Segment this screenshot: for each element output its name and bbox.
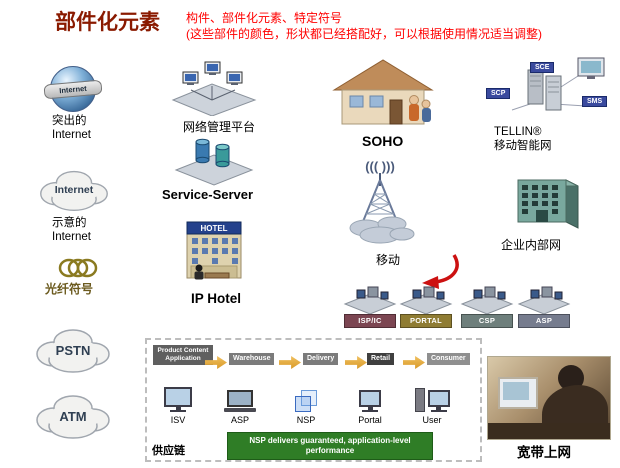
mobile-label: 移动	[376, 253, 401, 267]
scp-tag: SCP	[486, 88, 511, 99]
internet-cloud-caption: 示意的 Internet	[52, 216, 91, 244]
platform-isp-ic-label: ISP/IC	[344, 314, 396, 328]
portal-item: Portal	[343, 384, 397, 425]
red-curved-arrow-icon	[412, 252, 462, 290]
platform-asp-label: ASP	[518, 314, 570, 328]
platform-isp-ic: ISP/IC	[341, 282, 399, 328]
platform-csp-label: CSP	[461, 314, 513, 328]
globe-caption-line2: Internet	[52, 129, 91, 141]
platform-portal: PORTAL	[397, 282, 455, 328]
soho-label: SOHO	[362, 133, 404, 149]
tellin-label-line2: 移动智能网	[494, 140, 552, 152]
annotation: 构件、部件化元素、特定符号 (这些部件的颜色，形状都已经搭配好，可以根据使用情况…	[186, 10, 542, 42]
fiber-icon	[56, 256, 100, 280]
nsp-label: NSP	[296, 415, 316, 425]
user-label: User	[422, 415, 442, 425]
page-title: 部件化元素	[55, 11, 160, 34]
service-server-label: Service-Server	[162, 187, 254, 202]
internet-cloud-label: Internet	[54, 184, 94, 196]
asp-laptop-icon	[224, 390, 256, 412]
gold-arrow-icon	[403, 356, 425, 369]
hotel-sign-label: HOTEL	[200, 224, 227, 233]
isv-label: ISV	[170, 415, 186, 425]
photo-screen	[503, 382, 529, 400]
nsp-note: NSP delivers guaranteed, application-lev…	[227, 432, 433, 460]
internet-cloud-caption-line1: 示意的	[52, 217, 87, 229]
gold-arrow-icon	[345, 356, 367, 369]
globe-caption-line1: 突出的	[52, 115, 87, 127]
stage-consumer: Consumer	[427, 353, 470, 366]
annotation-line1: 构件、部件化元素、特定符号	[186, 11, 343, 25]
stage-product-content-application: Product Content Application	[153, 345, 213, 365]
network-platform-icon	[163, 60, 261, 117]
soho-house-icon	[326, 54, 440, 132]
photo-monitor	[498, 377, 538, 409]
stage-warehouse: Warehouse	[229, 353, 275, 366]
tellin-label-line1: TELLIN®	[494, 126, 542, 138]
gold-arrow-icon	[279, 356, 301, 369]
user-pc-icon	[414, 388, 450, 412]
internet-cloud-icon: Internet	[32, 166, 116, 214]
service-server-icon	[170, 134, 258, 186]
asp-item: ASP	[213, 384, 267, 425]
supply-chain-box: Product Content Application Warehouse De…	[145, 338, 482, 462]
tellin-network-icon: SCE SCP SMS	[484, 54, 612, 124]
intranet-label: 企业内部网	[501, 238, 562, 252]
broadband-label: 宽带上网	[517, 445, 571, 460]
portal-monitor-icon	[359, 390, 381, 412]
mobile-tower-icon: ((( )))	[336, 158, 424, 250]
stage-delivery: Delivery	[303, 353, 339, 366]
portal-label: Portal	[358, 415, 382, 425]
network-platform-label: 网络管理平台	[183, 120, 256, 134]
ip-hotel-icon: HOTEL	[175, 216, 253, 288]
pstn-label: PSTN	[55, 342, 91, 358]
platform-asp: ASP	[515, 282, 573, 328]
platform-csp: CSP	[458, 282, 516, 328]
isv-monitor-icon	[164, 387, 192, 412]
annotation-line2: (这些部件的颜色，形状都已经搭配好，可以根据使用情况适当调整)	[186, 27, 542, 41]
ip-hotel-label: IP Hotel	[191, 291, 242, 306]
radio-waves-label: ((( )))	[365, 159, 395, 174]
platform-portal-label: PORTAL	[400, 314, 452, 328]
tellin-label: TELLIN® 移动智能网	[494, 125, 552, 153]
nsp-item: NSP	[279, 384, 333, 425]
sce-tag: SCE	[530, 62, 555, 73]
photo-desk	[488, 423, 610, 439]
internet-cloud-caption-line2: Internet	[52, 231, 91, 243]
isv-item: ISV	[151, 384, 205, 425]
internet-globe-icon: Internet	[43, 64, 103, 112]
atm-cloud-icon: ATM	[30, 390, 116, 442]
stage-retail: Retail	[367, 353, 395, 366]
asp-label: ASP	[230, 415, 249, 425]
globe-caption: 突出的 Internet	[52, 114, 91, 142]
pstn-cloud-icon: PSTN	[30, 324, 116, 376]
supply-chain-caption: 供应链	[152, 445, 185, 457]
fiber-caption: 光纤符号	[45, 282, 94, 296]
sms-tag: SMS	[582, 96, 608, 107]
user-item: User	[405, 384, 459, 425]
atm-label: ATM	[59, 408, 87, 424]
broadband-photo	[487, 356, 611, 440]
intranet-building-icon	[504, 168, 586, 234]
nsp-cube-icon	[295, 390, 317, 412]
